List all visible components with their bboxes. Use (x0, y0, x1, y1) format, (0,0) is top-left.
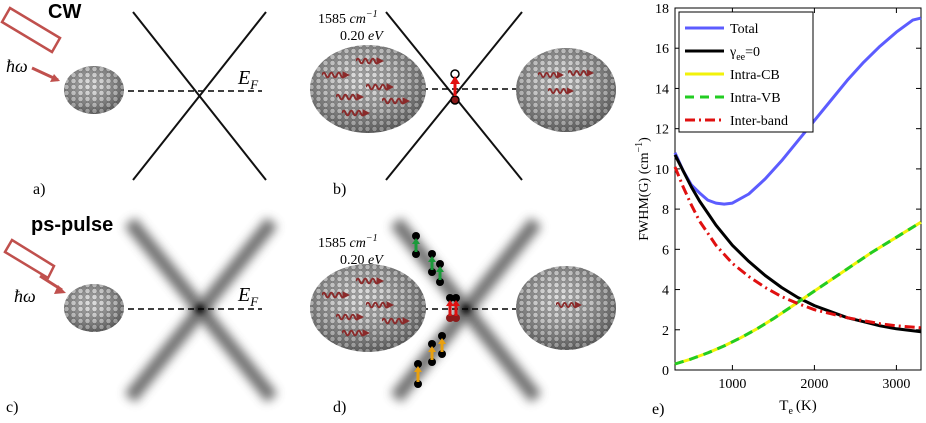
legend-label: Intra-VB (730, 91, 781, 106)
panel-tag-a: a) (33, 181, 45, 198)
wavenumber-label-b: 1585 cm−1 (318, 9, 378, 27)
panel-tag-b: b) (333, 181, 346, 198)
legend-label: Inter-band (730, 114, 788, 129)
graphene-flake-c (64, 284, 124, 332)
plot-frame (674, 7, 922, 371)
y-tick-label: 12 (655, 123, 669, 138)
dirac-cone-right-a (132, 11, 267, 181)
graphene-flake-a (64, 66, 124, 114)
y-tick-label: 16 (655, 42, 669, 57)
x-ticks: 1000 2000 3000 (718, 8, 910, 392)
green-transitions-d (412, 232, 444, 286)
y-tick-label: 4 (662, 284, 669, 299)
hbar-omega-c: ħω (14, 286, 36, 306)
ps-pulse-title: ps-pulse (31, 214, 113, 236)
panel-c: ps-pulse ħω EF c) (3, 214, 278, 416)
series-lines (673, 16, 922, 366)
y-tick-label: 6 (662, 243, 669, 258)
fermi-label-a: EF (237, 67, 259, 92)
x-tick-label: 3000 (882, 377, 910, 392)
fwhm-chart: 0 2 4 6 8 10 12 14 16 18 1000 2000 3000 FWHM(G) (cm… (634, 2, 922, 418)
graphene-flake-b-left (310, 45, 426, 133)
broadened-dirac-cone-c (124, 217, 278, 403)
panel-tag-c: c) (6, 399, 18, 416)
graphene-flake-d-right (516, 266, 616, 350)
y-tick-label: 18 (655, 2, 669, 17)
hbar-omega-a: ħω (6, 56, 28, 76)
y-axis-label: FWHM(G) (cm−1) (634, 137, 652, 241)
panel-tag-d: d) (333, 399, 346, 416)
y-tick-label: 10 (655, 163, 669, 178)
laser-beam-a (0, 6, 62, 82)
y-tick-label: 14 (655, 82, 669, 97)
fermi-label-c: EF (237, 284, 259, 309)
series-line-intra-vb (674, 220, 922, 366)
y-ticks: 0 2 4 6 8 10 12 14 16 18 (655, 2, 921, 379)
graphene-flake-b-right (516, 48, 616, 132)
legend-label: γee=0 (729, 45, 760, 63)
x-tick-label: 2000 (800, 377, 828, 392)
orange-transitions-d (414, 332, 446, 388)
panel-d: 1585 cm−1 0.20 eV (310, 217, 616, 416)
electron-hole-pair-b (450, 69, 460, 105)
x-tick-label: 1000 (718, 377, 746, 392)
red-transitions-d (446, 294, 460, 322)
legend-box (678, 11, 814, 133)
y-tick-label: 0 (662, 364, 669, 379)
panel-tag-e: e) (652, 401, 664, 418)
cw-title: CW (48, 1, 81, 23)
legend-label: Intra-CB (730, 68, 780, 83)
laser-beam-c (3, 238, 66, 294)
panel-a: CW ħω EF a) (0, 1, 267, 198)
energy-label-b: 0.20 eV (340, 29, 384, 44)
x-axis-label: Te(K) (779, 398, 816, 417)
series-line-total (673, 16, 922, 206)
wavenumber-label-d: 1585 cm−1 (318, 233, 378, 251)
legend-label: Total (730, 22, 759, 37)
y-tick-label: 8 (662, 203, 669, 218)
series-line-inter-band (673, 166, 922, 330)
panel-b: 1585 cm−1 0.20 eV b) (310, 9, 616, 198)
y-tick-label: 2 (662, 324, 669, 339)
graphene-flake-d-left (310, 264, 426, 352)
